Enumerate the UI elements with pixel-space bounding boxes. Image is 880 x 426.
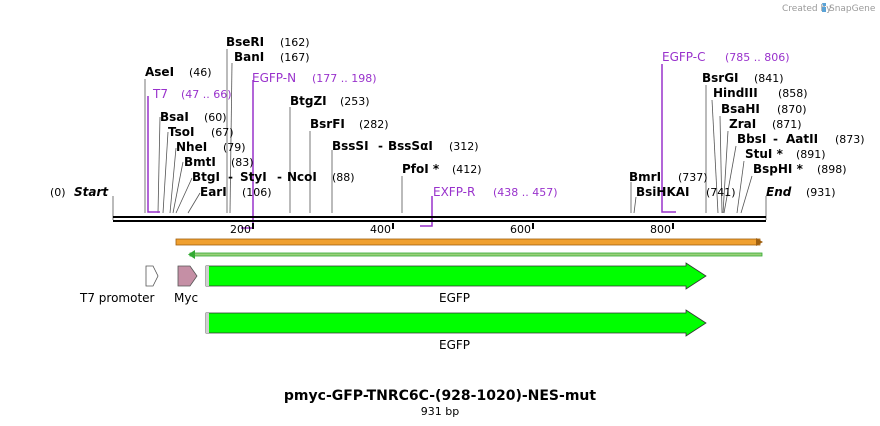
site-leader-lines <box>144 49 753 214</box>
ruler-ticks <box>252 223 674 229</box>
site-bsssai: BssSαI <box>388 139 433 153</box>
site-btgi: BtgI <box>192 170 220 184</box>
site-bsphi: BspHI * <box>753 162 804 176</box>
snapgene-logo-icon <box>822 3 826 12</box>
site-btgzi-pos: (253) <box>340 95 370 108</box>
site-bseri: BseRI <box>226 35 264 49</box>
site-hindiii-pos: (858) <box>778 87 808 100</box>
primer-exfp-r-mark <box>420 196 433 227</box>
site-bsrfi: BsrFI <box>310 117 345 131</box>
primer-egfp-n-pos: (177 .. 198) <box>312 72 377 85</box>
site-bsssi-sep: - <box>378 139 383 153</box>
primer-t7-mark <box>147 96 160 213</box>
primer-egfp-c-pos: (785 .. 806) <box>725 51 790 64</box>
feature-egfp-2 <box>205 309 707 337</box>
start-label: Start <box>74 185 109 199</box>
site-ncoi: NcoI <box>287 170 317 184</box>
primer-egfp-n-mark <box>241 80 254 229</box>
primer-t7-label: T7 <box>152 87 168 101</box>
feature-egfp-1-label: EGFP <box>439 291 470 305</box>
site-bmti: BmtI <box>184 155 216 169</box>
site-bsihkai: BsiHKAI <box>636 185 690 199</box>
site-zrai: ZraI <box>729 117 756 131</box>
site-bmri-pos: (737) <box>678 171 708 184</box>
site-bsai: BsaI <box>160 110 189 124</box>
site-btgi-sep: - <box>228 170 233 184</box>
feature-t7-promoter <box>145 265 159 287</box>
primer-exfp-r-label: EXFP-R <box>433 185 475 199</box>
site-stui-pos: (891) <box>796 148 826 161</box>
site-bsahi-pos: (870) <box>777 103 807 116</box>
start-pos: (0) <box>50 186 66 199</box>
feature-egfp-1 <box>205 262 707 290</box>
site-bsai-pos: (60) <box>204 111 227 124</box>
site-bsrfi-pos: (282) <box>359 118 389 131</box>
tick-800: 800 <box>650 223 671 236</box>
primer-egfp-c-label: EGFP-C <box>662 50 705 64</box>
credit-app: SnapGene <box>829 4 876 14</box>
plasmid-title: pmyc-GFP-TNRC6C-(928-1020)-NES-mut <box>284 388 596 404</box>
primer-t7-pos: (47 .. 66) <box>181 88 232 101</box>
site-eari-pos: (106) <box>242 186 272 199</box>
site-btgi-pos: (88) <box>332 171 355 184</box>
feature-t7-promoter-label: T7 promoter <box>79 291 155 305</box>
site-bbsi-pos: (873) <box>835 133 865 146</box>
site-nhei: NheI <box>176 140 207 154</box>
site-asei: AseI <box>145 65 174 79</box>
site-bsahi: BsaHI <box>721 102 760 116</box>
site-bani: BanI <box>234 50 264 64</box>
site-styi-sep: - <box>277 170 282 184</box>
feature-myc-label: Myc <box>174 291 198 305</box>
site-bseri-pos: (162) <box>280 36 310 49</box>
site-aatii: AatII <box>786 132 818 146</box>
site-bsssi-pos: (312) <box>449 140 479 153</box>
site-stui: StuI * <box>745 147 784 161</box>
site-bbsi: BbsI <box>737 132 766 146</box>
site-hindiii: HindIII <box>713 86 758 100</box>
site-bsihkai-pos: (741) <box>706 186 736 199</box>
primer-egfp-c-mark <box>661 64 676 213</box>
site-bmti-pos: (83) <box>231 156 254 169</box>
site-bbsi-sep: - <box>773 132 778 146</box>
site-bsrgi: BsrGI <box>702 71 739 85</box>
primer-exfp-r-pos: (438 .. 457) <box>493 186 558 199</box>
site-tsoi-pos: (67) <box>211 126 234 139</box>
site-asei-pos: (46) <box>189 66 212 79</box>
site-bmri: BmrI <box>629 170 661 184</box>
orf-reverse <box>188 250 763 259</box>
feature-egfp-2-label: EGFP <box>439 338 470 352</box>
plasmid-length: 931 bp <box>421 405 459 418</box>
site-eari: EarI <box>200 185 227 199</box>
site-zrai-pos: (871) <box>772 118 802 131</box>
site-bsssi: BssSI <box>332 139 369 153</box>
site-bsrgi-pos: (841) <box>754 72 784 85</box>
site-nhei-pos: (79) <box>223 141 246 154</box>
site-bani-pos: (167) <box>280 51 310 64</box>
credit-text: Created by <box>782 4 832 14</box>
site-pfoi-pos: (412) <box>452 163 482 176</box>
site-pfoi: PfoI * <box>402 162 440 176</box>
end-label: End <box>766 185 792 199</box>
primer-egfp-n-label: EGFP-N <box>252 71 296 85</box>
tick-400: 400 <box>370 223 391 236</box>
site-btgzi: BtgZI <box>290 94 327 108</box>
primer-marks <box>147 64 676 229</box>
site-styi: StyI <box>240 170 267 184</box>
tick-200: 200 <box>230 223 251 236</box>
tick-600: 600 <box>510 223 531 236</box>
feature-myc <box>177 265 198 287</box>
end-pos: (931) <box>806 186 836 199</box>
orf-forward <box>175 238 763 246</box>
site-tsoi: TsoI <box>168 125 194 139</box>
site-bsphi-pos: (898) <box>817 163 847 176</box>
sequence-backbone <box>113 216 766 222</box>
